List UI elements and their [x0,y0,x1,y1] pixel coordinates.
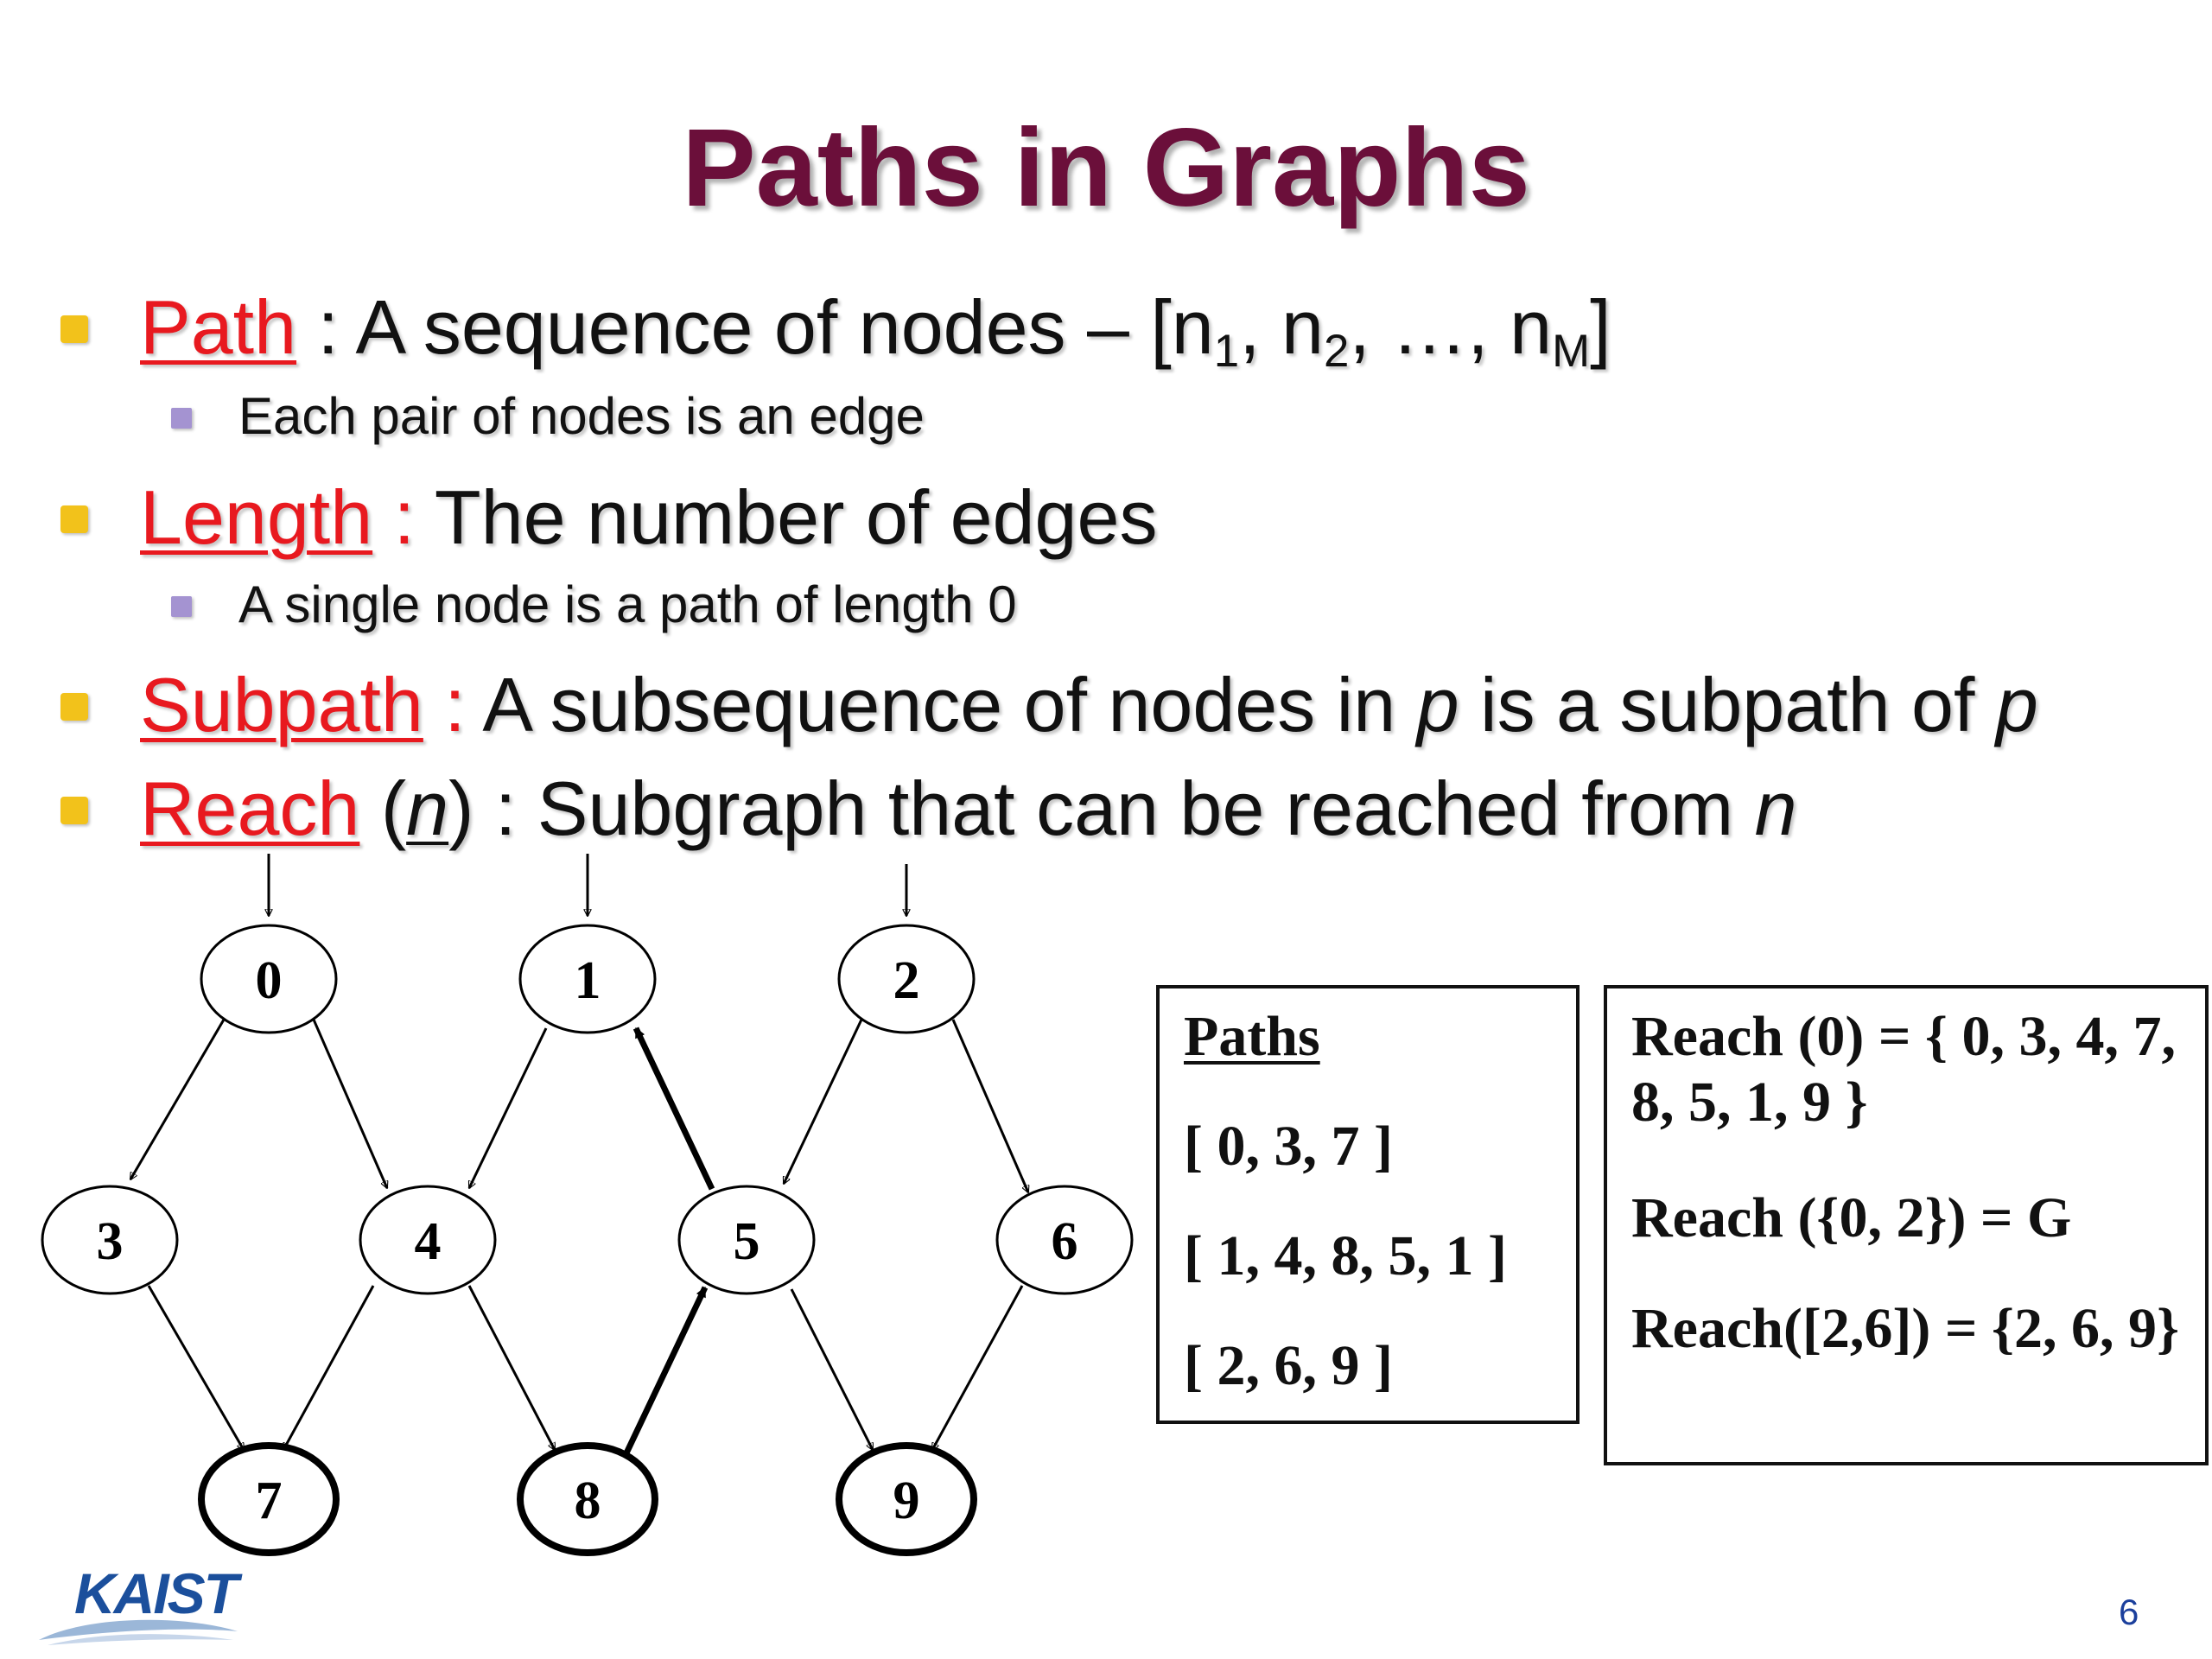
path-item: [ 2, 6, 9 ] [1184,1334,1393,1397]
graph-diagram: 0 1 2 3 4 5 6 7 [41,854,1134,1556]
path-item: [ 1, 4, 8, 5, 1 ] [1184,1224,1507,1287]
edge-0-3 [129,1019,226,1179]
bullet-square-icon [60,315,88,343]
svg-text:6: 6 [1052,1212,1078,1271]
logo-swoosh-icon [39,1619,238,1645]
logo-text: KAIST [74,1561,238,1625]
bullet-square-icon [60,693,88,721]
edge-2-6 [951,1019,1028,1192]
page-number: 6 [2119,1592,2139,1632]
edge-5-1-bold [632,1027,715,1191]
reach-box: Reach (0) = { 0, 3, 4, 7, 8, 5, 1, 9 } R… [1604,985,2209,1465]
bullet-path: Path : A sequence of nodes – [n1, n2, …,… [60,289,1611,374]
bullet-length: Length : The number of edges [60,480,1157,556]
svg-text:1: 1 [575,951,601,1010]
node-5: 5 [677,1185,816,1295]
paths-heading: Paths [1184,1005,1320,1068]
reach-item: Reach (0) = { 0, 3, 4, 7, 8, 5, 1, 9 } [1631,1005,2177,1134]
edge-0-4 [312,1019,387,1188]
kaist-logo: KAIST [35,1555,251,1650]
svg-text:0: 0 [256,951,283,1010]
svg-text:2: 2 [893,951,920,1010]
sub-bullet-length: A single node is a path of length 0 [171,579,1017,631]
term-path: Path [140,284,297,370]
reach-item: Reach([2,6]) = {2, 6, 9} [1631,1297,2179,1360]
svg-text:7: 7 [256,1471,283,1530]
svg-text:5: 5 [734,1212,760,1271]
node-1: 1 [518,924,657,1034]
bullet-subpath: Subpath : A subsequence of nodes in p is… [60,667,2038,743]
edge-1-4 [467,1027,548,1188]
bullet-square-icon [60,797,88,824]
bullet-square-icon [60,505,88,533]
path-item: [ 0, 3, 7 ] [1184,1115,1393,1178]
term-reach: Reach [140,766,360,851]
svg-text:8: 8 [575,1471,601,1530]
node-3: 3 [41,1185,179,1295]
edge-6-9 [931,1285,1024,1450]
term-subpath: Subpath [140,662,423,747]
svg-text:3: 3 [97,1212,124,1271]
edge-8-5-bold [620,1286,709,1460]
node-2: 2 [837,924,976,1034]
node-9: 9 [836,1442,977,1556]
node-6: 6 [995,1185,1134,1295]
term-length: Length [140,474,373,560]
sub-bullet-square-icon [171,596,192,617]
node-0: 0 [200,924,338,1034]
edge-2-5 [782,1019,863,1184]
svg-text:4: 4 [415,1212,442,1271]
edge-4-8 [467,1285,556,1450]
bullet-reach: Reach (n) : Subgraph that can be reached… [60,771,1797,847]
node-4: 4 [359,1185,497,1295]
edge-5-9 [790,1288,874,1450]
paths-box: Paths [ 0, 3, 7 ] [ 1, 4, 8, 5, 1 ] [ 2,… [1156,985,1580,1424]
node-8: 8 [517,1442,658,1556]
sub-bullet-path: Each pair of nodes is an edge [171,391,925,442]
edge-3-7 [147,1285,245,1450]
slide-title: Paths in Graphs [682,106,1530,230]
node-7: 7 [198,1442,340,1556]
edge-4-7 [282,1285,375,1450]
svg-text:9: 9 [893,1471,920,1530]
reach-item: Reach ({0, 2}) = G [1631,1186,2072,1249]
sub-bullet-square-icon [171,408,192,429]
